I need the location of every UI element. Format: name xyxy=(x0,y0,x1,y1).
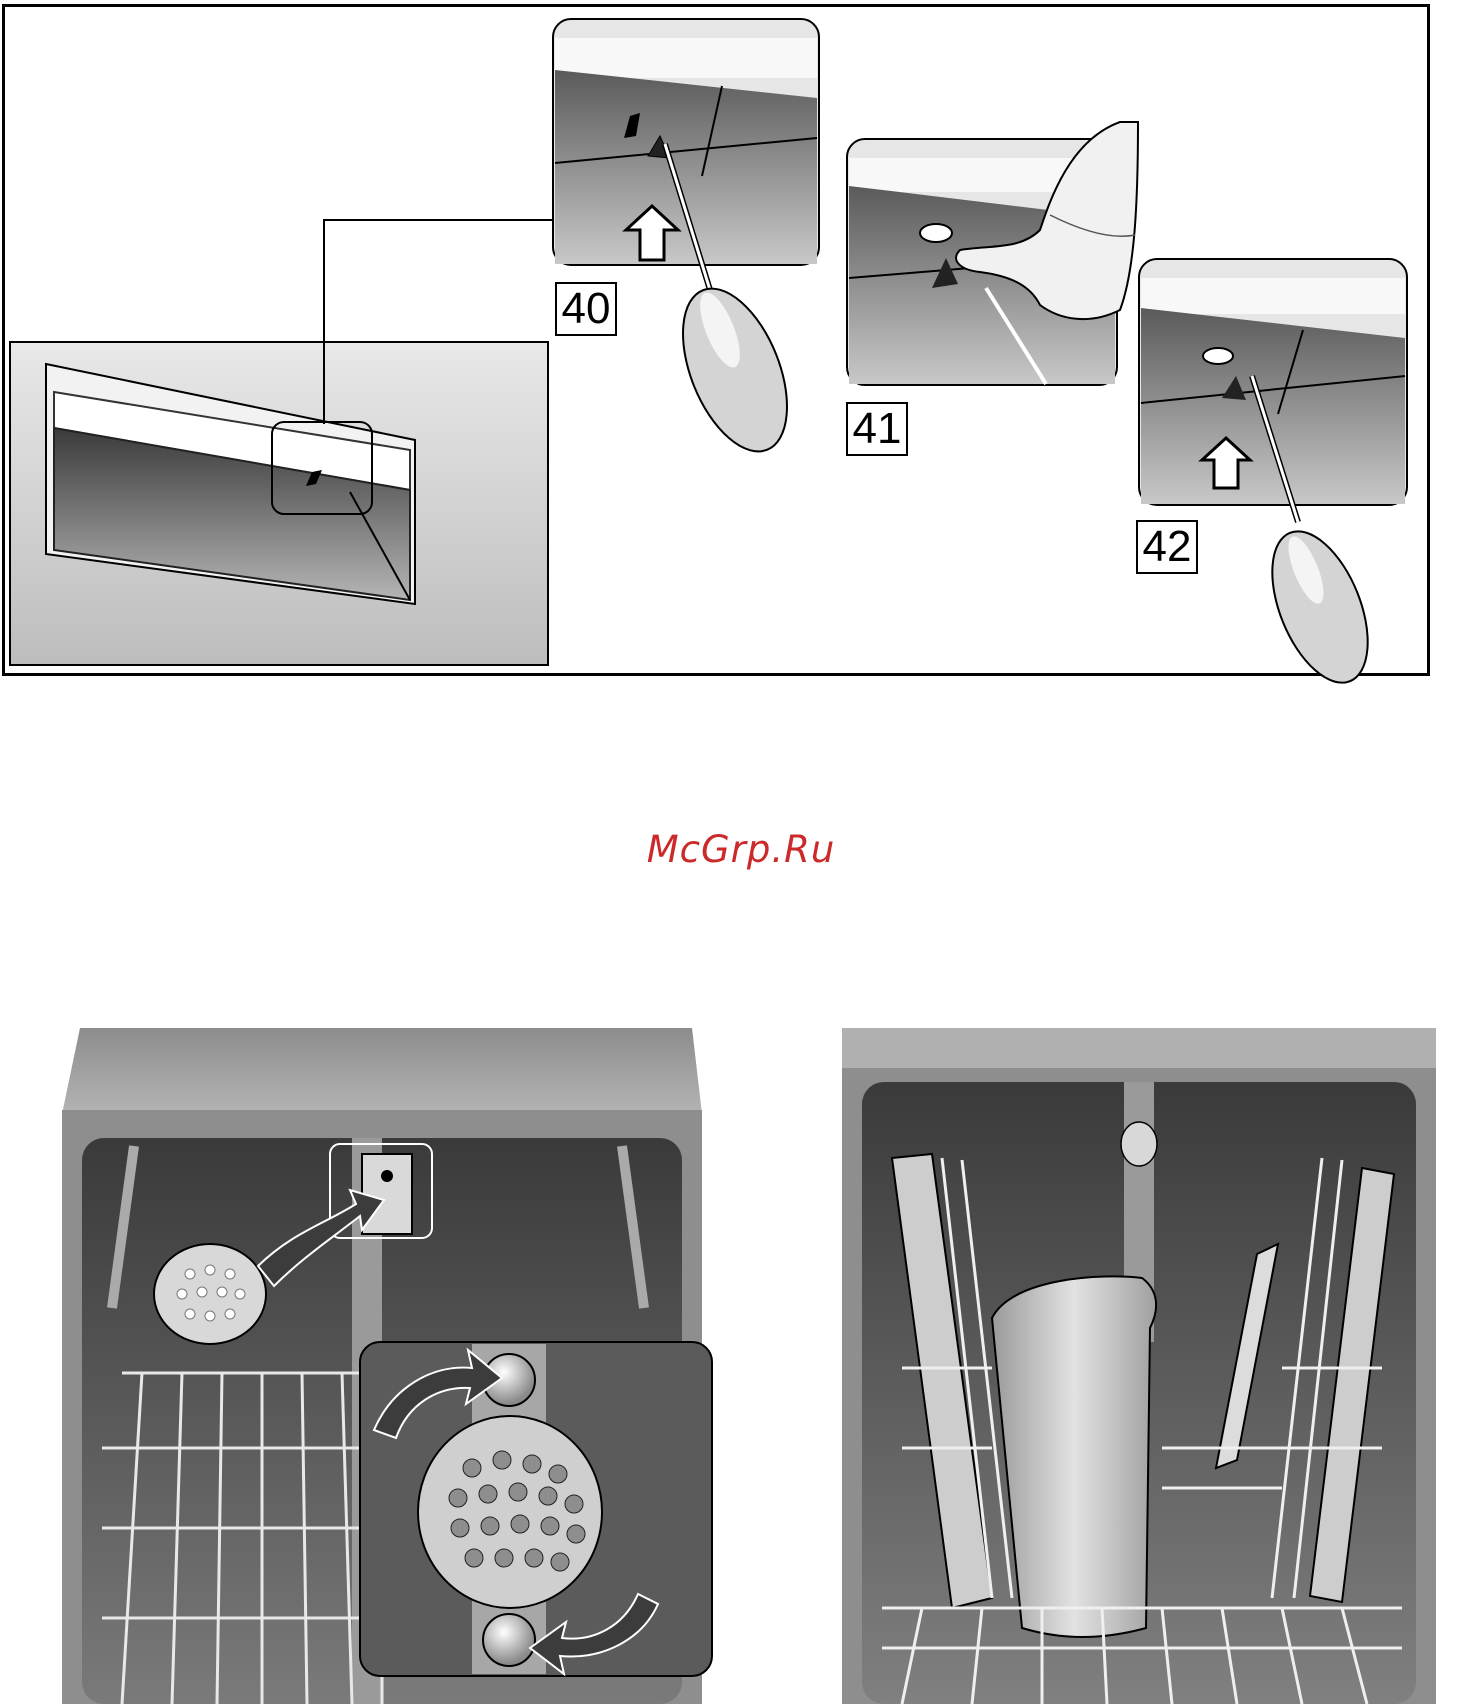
hand-icon xyxy=(950,120,1140,350)
step-label-41: 41 xyxy=(846,402,908,456)
watermark-text: McGrp.Ru xyxy=(0,828,1482,871)
dishwasher-loaded-illustration xyxy=(842,1028,1442,1704)
arrow-up-icon xyxy=(622,204,682,264)
step-label-42: 42 xyxy=(1136,520,1198,574)
connector-line xyxy=(320,216,560,426)
dishwasher-filter-illustration xyxy=(62,1028,712,1704)
screwdriver-icon xyxy=(650,140,810,460)
filter-icon xyxy=(154,1244,266,1344)
screwdriver-icon xyxy=(1240,372,1400,672)
step-label-40: 40 xyxy=(555,282,617,336)
